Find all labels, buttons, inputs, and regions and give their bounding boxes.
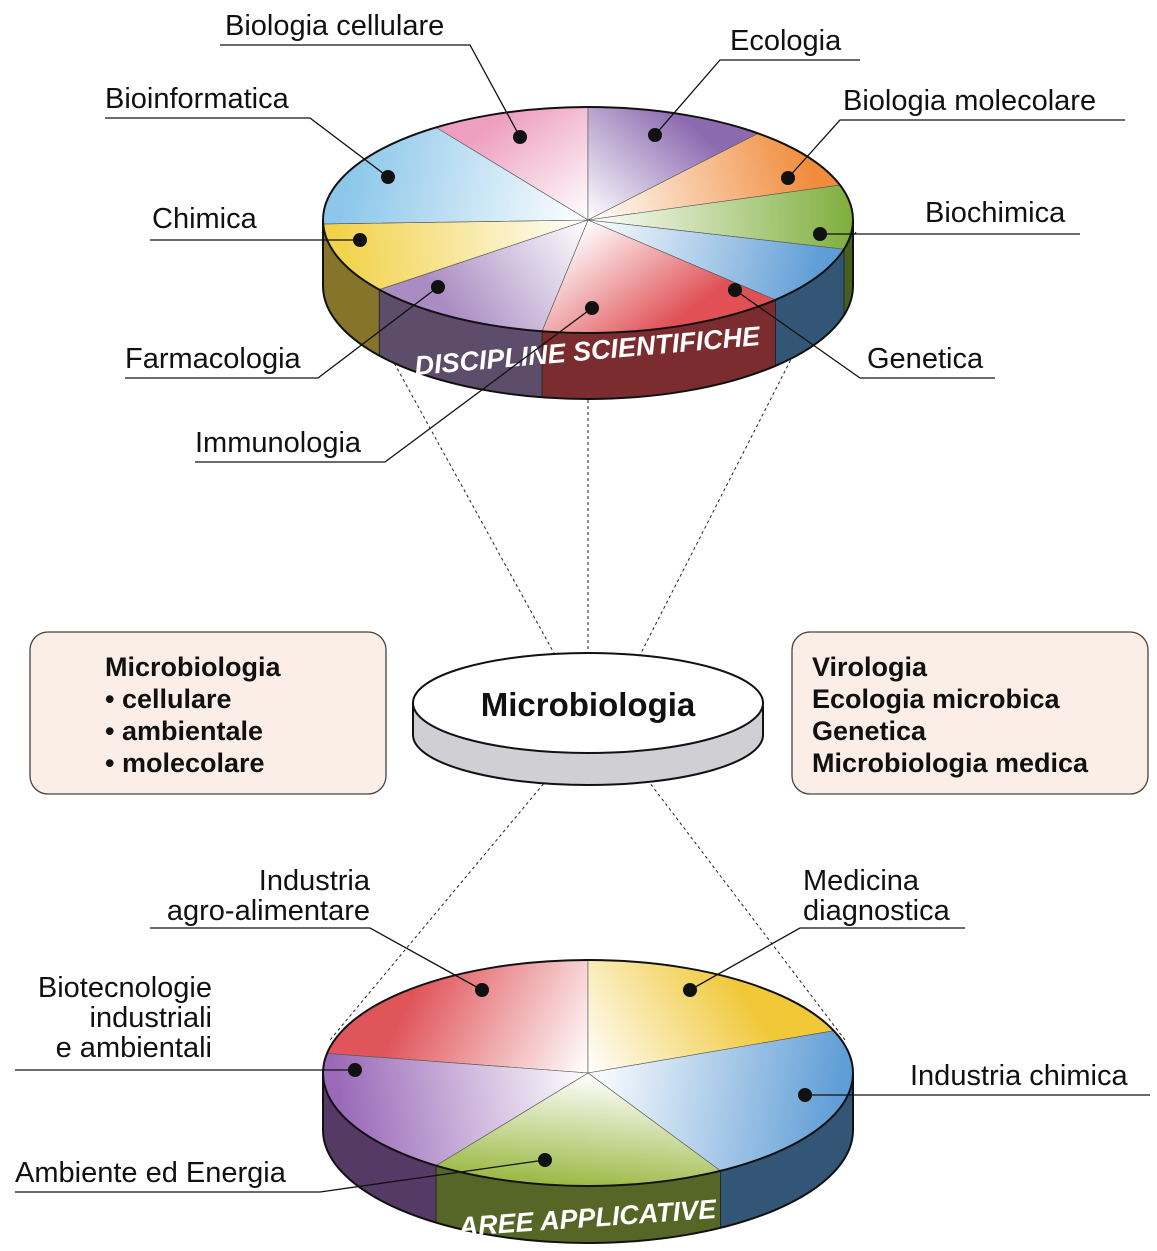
- bottom-disc-face: [322, 959, 854, 1187]
- sector-dot: [431, 280, 445, 294]
- sector-dot: [538, 1153, 552, 1167]
- top-disc-disciplines: DISCIPLINE SCIENTIFICHE: [322, 106, 854, 400]
- label-farmacologia: Farmacologia: [125, 343, 302, 375]
- label-biologia-cellulare: Biologia cellulare: [225, 10, 444, 42]
- left-box-line-1: Microbiologia: [105, 652, 281, 682]
- sector-dot: [798, 1088, 812, 1102]
- center-disc-microbiologia: Microbiologia: [412, 652, 764, 786]
- sector-dot: [728, 283, 742, 297]
- left-box-line-2: • cellulare: [105, 684, 232, 714]
- label-industria-line-2: agro-alimentare: [167, 895, 370, 927]
- label-biotecnologie-line-3: e ambientali: [56, 1032, 212, 1064]
- right-box-line-4: Microbiologia medica: [812, 748, 1089, 778]
- label-genetica: Genetica: [867, 343, 984, 375]
- sector-dot: [813, 227, 827, 241]
- sector-dot: [648, 128, 662, 142]
- sector-dot: [585, 301, 599, 315]
- sector-dot: [513, 130, 527, 144]
- top-disc-labels: Biologia cellulare Ecologia Biologia mol…: [105, 10, 1125, 463]
- sector-dot: [475, 983, 489, 997]
- right-box-line-3: Genetica: [812, 716, 927, 746]
- left-box-line-3: • ambientale: [105, 716, 263, 746]
- sector-dot: [348, 1063, 362, 1077]
- label-industria-line-1: Industria: [259, 865, 371, 897]
- label-immunologia: Immunologia: [195, 427, 362, 459]
- label-ambiente-energia: Ambiente ed Energia: [15, 1157, 287, 1189]
- label-bioinformatica: Bioinformatica: [105, 83, 290, 115]
- right-info-box: Virologia Ecologia microbica Genetica Mi…: [791, 631, 1149, 795]
- bottom-disc-side: [322, 1074, 854, 1244]
- bottom-disc-labels: Industria agro-alimentare Medicina diagn…: [15, 865, 1150, 1193]
- center-disc-label: Microbiologia: [481, 686, 696, 723]
- label-ecologia: Ecologia: [730, 25, 842, 57]
- sector-dot: [353, 233, 367, 247]
- label-biologia-molecolare: Biologia molecolare: [843, 85, 1096, 117]
- top-disc-face: [322, 106, 854, 334]
- label-biotecnologie-line-2: industriali: [90, 1002, 213, 1034]
- label-medicina-line-1: Medicina: [803, 865, 920, 897]
- label-biotecnologie-line-1: Biotecnologie: [38, 972, 212, 1004]
- right-box-line-2: Ecologia microbica: [812, 684, 1061, 714]
- bottom-disc-applications: AREE APPLICATIVE: [322, 959, 854, 1244]
- sector-dot: [683, 983, 697, 997]
- label-chimica: Chimica: [152, 203, 258, 235]
- sector-dots: [348, 128, 827, 1167]
- sector-dot: [781, 171, 795, 185]
- left-info-box: Microbiologia • cellulare • ambientale •…: [29, 631, 387, 795]
- sector-dot: [381, 170, 395, 184]
- label-medicina-line-2: diagnostica: [803, 895, 951, 927]
- left-box-line-4: • molecolare: [105, 748, 265, 778]
- label-industria-chimica: Industria chimica: [910, 1060, 1128, 1092]
- right-box-line-1: Virologia: [812, 652, 928, 682]
- label-biochimica: Biochimica: [925, 197, 1066, 229]
